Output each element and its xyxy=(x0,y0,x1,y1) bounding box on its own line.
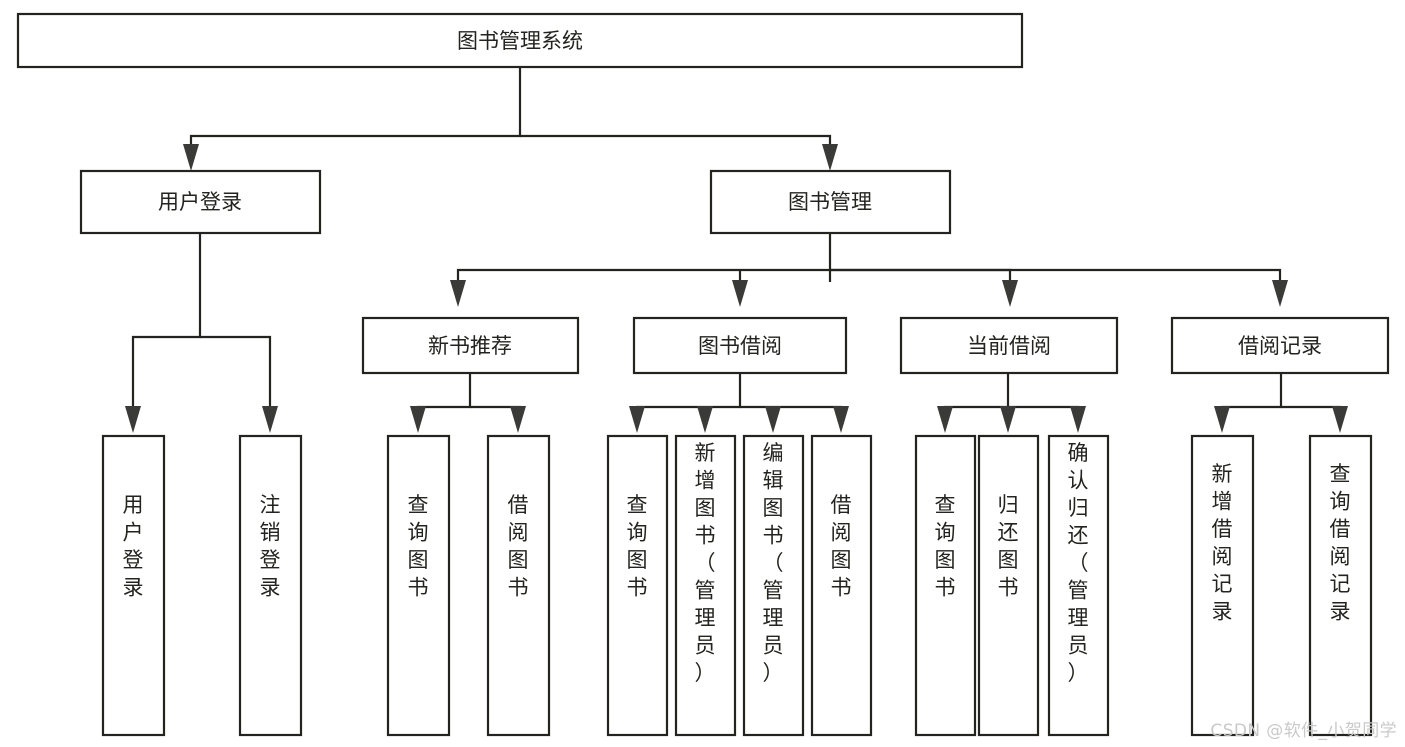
node-leaf-logout-login[interactable]: 注销登录 xyxy=(238,434,303,737)
node-leaf-query-book-1-label: 查询图书 xyxy=(408,493,429,600)
node-new-book-recommend-label: 新书推荐 xyxy=(428,334,512,358)
arrow-to-leaf-add-record xyxy=(1214,406,1230,433)
connectors-current-borrow-to-leaves xyxy=(943,373,1080,409)
node-leaf-query-record[interactable]: 查询借阅记录 xyxy=(1308,434,1373,737)
node-book-manage[interactable]: 图书管理 xyxy=(709,169,952,235)
arrow-root-to-user-login xyxy=(183,144,199,171)
node-leaf-user-login[interactable]: 用户登录 xyxy=(101,434,166,737)
node-leaf-return-book-label: 归还图书 xyxy=(998,493,1019,600)
arrow-to-leaf-add-book xyxy=(697,406,713,433)
node-new-book-recommend[interactable]: 新书推荐 xyxy=(361,316,580,375)
arrow-to-leaf-logout-login xyxy=(262,406,278,433)
arrow-to-leaf-return-book xyxy=(1000,406,1016,433)
node-borrow-record[interactable]: 借阅记录 xyxy=(1170,316,1390,375)
arrow-to-new-book-recommend xyxy=(450,280,466,307)
node-leaf-edit-book[interactable]: 编辑图书（管理员） xyxy=(742,434,805,737)
node-leaf-borrow-book-1[interactable]: 借阅图书 xyxy=(486,434,551,737)
node-leaf-logout-login-label: 注销登录 xyxy=(260,493,281,600)
arrow-to-book-borrow xyxy=(732,280,748,307)
node-leaf-borrow-book-2[interactable]: 借阅图书 xyxy=(810,434,873,737)
connectors-user-login-to-leaves xyxy=(131,233,272,408)
node-leaf-add-record[interactable]: 新增借阅记录 xyxy=(1190,434,1255,737)
node-book-borrow-label: 图书借阅 xyxy=(698,334,782,358)
node-leaf-query-book-3-label: 查询图书 xyxy=(935,493,956,600)
connectors-root-to-level1 xyxy=(189,67,832,152)
node-root-system[interactable]: 图书管理系统 xyxy=(16,12,1024,69)
arrow-to-leaf-confirm-return xyxy=(1070,406,1086,433)
node-leaf-return-book[interactable]: 归还图书 xyxy=(977,434,1040,737)
arrow-to-leaf-query-book-3 xyxy=(937,406,953,433)
connectors-new-book-recommend-to-leaves xyxy=(416,373,522,409)
node-leaf-borrow-book-1-label: 借阅图书 xyxy=(508,493,529,600)
arrow-root-to-book-manage xyxy=(822,144,838,171)
connectors-borrow-record-to-leaves xyxy=(1220,373,1342,409)
arrow-to-leaf-edit-book xyxy=(765,406,781,433)
node-leaf-query-record-label: 查询借阅记录 xyxy=(1330,462,1351,624)
connectors-book-borrow-to-leaves xyxy=(635,373,843,409)
node-root-label: 图书管理系统 xyxy=(457,29,583,53)
arrow-to-leaf-borrow-book-2 xyxy=(833,406,849,433)
arrow-to-borrow-record xyxy=(1272,280,1288,307)
node-leaf-user-login-label: 用户登录 xyxy=(123,493,144,600)
arrow-to-current-borrow xyxy=(1002,280,1018,307)
node-book-borrow[interactable]: 图书借阅 xyxy=(632,316,848,375)
node-user-login-label: 用户登录 xyxy=(158,190,242,214)
arrow-to-leaf-borrow-book-1 xyxy=(510,406,526,433)
node-leaf-borrow-book-2-label: 借阅图书 xyxy=(831,493,852,600)
node-leaf-query-book-2-label: 查询图书 xyxy=(627,493,648,600)
node-leaf-edit-book-label: 编辑图书（管理员） xyxy=(763,441,784,685)
node-leaf-query-book-3[interactable]: 查询图书 xyxy=(914,434,977,737)
arrow-to-leaf-user-login xyxy=(125,406,141,433)
node-leaf-confirm-return[interactable]: 确认归还（管理员） xyxy=(1047,434,1110,737)
node-current-borrow-label: 当前借阅 xyxy=(967,334,1051,358)
node-leaf-add-record-label: 新增借阅记录 xyxy=(1212,462,1233,624)
node-borrow-record-label: 借阅记录 xyxy=(1238,334,1322,358)
connectors-book-manage-to-level2 xyxy=(456,233,1282,282)
node-user-login[interactable]: 用户登录 xyxy=(79,169,322,235)
node-leaf-add-book-label: 新增图书（管理员） xyxy=(695,441,716,685)
node-current-borrow[interactable]: 当前借阅 xyxy=(899,316,1119,375)
arrow-to-leaf-query-book-2 xyxy=(629,406,645,433)
csdn-watermark: CSDN @软件_小贺同学 xyxy=(1210,721,1397,741)
arrow-to-leaf-query-record xyxy=(1332,406,1348,433)
node-leaf-query-book-1[interactable]: 查询图书 xyxy=(386,434,451,737)
node-leaf-confirm-return-label: 确认归还（管理员） xyxy=(1068,441,1089,685)
arrow-to-leaf-query-book-1 xyxy=(410,406,426,433)
node-book-manage-label: 图书管理 xyxy=(788,190,872,214)
node-leaf-query-book-2[interactable]: 查询图书 xyxy=(606,434,669,737)
node-leaf-add-book[interactable]: 新增图书（管理员） xyxy=(674,434,737,737)
